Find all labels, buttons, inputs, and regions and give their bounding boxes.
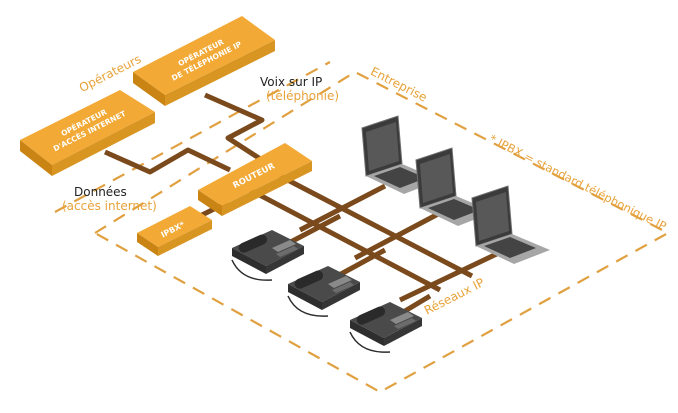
data-cable xyxy=(103,147,232,175)
laptop-cable-3 xyxy=(398,247,507,303)
donnees-subtitle: (accès internet) xyxy=(62,199,157,213)
phone-cable-1 xyxy=(283,213,342,248)
desk-phone-icon xyxy=(287,266,360,317)
laptop-cable-1 xyxy=(298,183,387,233)
voix-sur-ip-title: Voix sur IP xyxy=(260,75,322,89)
reseaux-ip-label: Réseaux IP xyxy=(422,275,487,317)
voix-sur-ip-subtitle: (téléphonie) xyxy=(266,89,339,103)
laptop-cable-2 xyxy=(353,210,442,261)
desk-phone-icon xyxy=(231,230,304,281)
operateur-internet-box: OPÉRATEUR D'ACCÈS INTERNET xyxy=(20,90,155,176)
backbone-cable-2 xyxy=(278,173,474,279)
voice-cable xyxy=(203,92,265,163)
donnees-title: Données xyxy=(74,185,127,199)
desk-phone-icon xyxy=(349,302,422,353)
operators-zone-border xyxy=(54,61,331,213)
ipbx-footnote: * IPBX = standard téléphonique IP xyxy=(487,132,669,234)
enterprise-zone-border xyxy=(92,70,671,394)
ipbx-box: IPBX* xyxy=(137,206,212,256)
backbone-cable-1 xyxy=(248,187,442,293)
laptop-icon xyxy=(471,185,550,264)
operateur-telephonie-box: OPÉRATEUR DE TÉLÉPHONIE IP xyxy=(133,16,275,106)
